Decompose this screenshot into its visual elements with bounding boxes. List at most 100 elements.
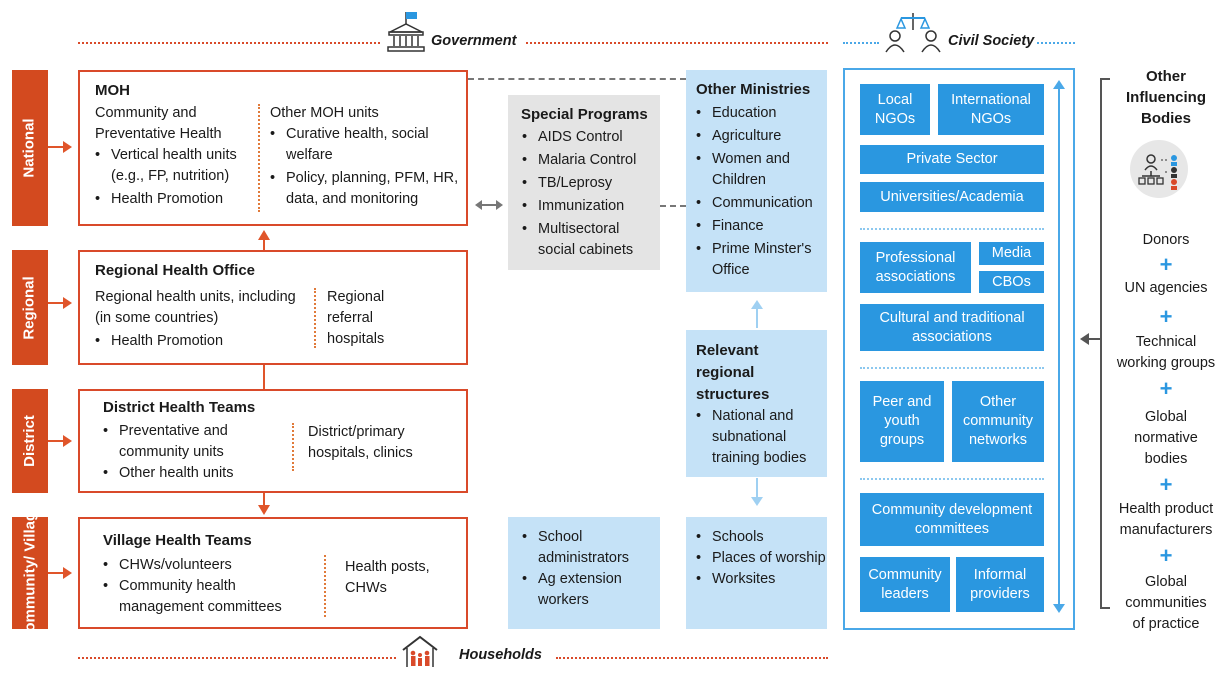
moh-divider — [258, 104, 260, 212]
moh-left-line1: Community and — [95, 105, 197, 121]
civil-society-vertical-arrow — [1058, 86, 1060, 608]
dashed-connector-moh-ministries — [468, 78, 686, 80]
regional-office-right-text: Regional referral hospitals — [327, 289, 385, 347]
list-item: Worksites — [692, 569, 827, 590]
list-item: Schools — [692, 527, 827, 548]
list-item: Finance — [692, 216, 827, 237]
list-item: Policy, planning, PFM, HR, data, and mon… — [266, 168, 461, 210]
list-item: Malaria Control — [518, 150, 658, 171]
list-item: Agriculture — [692, 126, 827, 147]
list-item: Women and Children — [692, 149, 827, 191]
regional-office-title: Regional Health Office — [95, 262, 256, 279]
village-teams-right-text: Health posts, CHWs — [345, 559, 430, 596]
schools-box: Schools Places of worship Worksites — [686, 517, 827, 629]
government-header-label: Government — [431, 33, 517, 49]
other-bodies-item-un: UN agencies — [1124, 280, 1208, 296]
private-sector-box: Private Sector — [860, 145, 1044, 174]
connector-district-village — [263, 493, 265, 507]
arrowhead-down-community — [751, 497, 763, 506]
arrow-district — [48, 440, 64, 442]
relevant-regional-box: Relevant regional structures National an… — [686, 330, 827, 477]
bracket-bottom — [1100, 607, 1110, 609]
moh-box: MOH Community and Preventative Health Ve… — [78, 70, 468, 226]
list-item: Preventative and community units — [99, 421, 279, 463]
arrowhead-regional — [63, 297, 72, 309]
government-building-icon — [386, 10, 426, 59]
village-teams-title: Village Health Teams — [103, 532, 252, 549]
schools-list: Schools Places of worship Worksites — [692, 527, 827, 590]
level-label-district: District — [21, 415, 38, 467]
list-item: Prime Minster's Office — [692, 239, 827, 281]
other-bodies-item-donors: Donors — [1142, 232, 1190, 248]
peer-youth-groups-box: Peer and youth groups — [860, 381, 944, 462]
level-label-regional: Regional — [21, 275, 38, 340]
plus-icon: + — [1159, 304, 1173, 329]
professional-associations-box: Professional associations — [860, 242, 971, 293]
arrow-community — [48, 572, 64, 574]
households-line-right — [556, 657, 828, 659]
arrow-down-community — [756, 478, 758, 500]
relevant-regional-list: National and subnational training bodies — [692, 406, 827, 469]
dashed-connector-programs-ministries — [660, 205, 686, 207]
school-administrators-box: School administrators Ag extension worke… — [508, 517, 660, 629]
list-item: School administrators — [518, 527, 658, 569]
arrowhead-down-village — [258, 505, 270, 515]
international-ngos-box: International NGOs — [938, 84, 1044, 135]
plus-icon: + — [1159, 376, 1173, 401]
arrowhead-up-moh — [258, 230, 270, 240]
village-health-teams-box: Village Health Teams CHWs/volunteers Com… — [78, 517, 468, 629]
community-leaders-box: Community leaders — [860, 557, 950, 612]
district-teams-left-list: Preventative and community units Other h… — [99, 421, 279, 484]
double-arrow-icon — [475, 200, 503, 210]
special-programs-box: Special Programs AIDS Control Malaria Co… — [508, 95, 660, 270]
school-administrators-list: School administrators Ag extension worke… — [518, 527, 658, 611]
households-label: Households — [459, 647, 542, 663]
connector-regional-to-moh — [263, 238, 265, 250]
level-band-district: District — [12, 389, 48, 493]
district-health-teams-box: District Health Teams Preventative and c… — [78, 389, 468, 493]
other-bodies-item-global-normative: Global normative bodies — [1134, 409, 1198, 467]
list-item: Community health management committees — [99, 576, 319, 618]
regional-health-office-box: Regional Health Office Regional health u… — [78, 250, 468, 365]
community-development-committees-box: Community development committees — [860, 493, 1044, 546]
household-icon — [400, 634, 440, 673]
moh-left-line2: Preventative Health — [95, 126, 222, 142]
informal-providers-box: Informal providers — [956, 557, 1044, 612]
special-programs-title: Special Programs — [521, 106, 648, 123]
level-band-community: Community/ Village — [12, 504, 48, 642]
households-line-left — [78, 657, 396, 659]
arrowhead-down-civil — [1053, 604, 1065, 613]
village-teams-left-list: CHWs/volunteers Community health managem… — [99, 555, 319, 618]
arrow-national — [48, 146, 64, 148]
civil-society-divider-3 — [860, 478, 1044, 480]
list-item: Health Promotion — [91, 331, 301, 352]
bracket-arrow-line — [1086, 338, 1100, 340]
other-bodies-item-manufacturers: Health product manufacturers — [1118, 501, 1214, 538]
arrow-up-ministries — [756, 306, 758, 328]
arrowhead-national — [63, 141, 72, 153]
government-header-line-right — [526, 42, 828, 44]
list-item: National and subnational training bodies — [692, 406, 827, 469]
level-label-national: National — [21, 118, 38, 178]
plus-icon: + — [1159, 252, 1173, 277]
other-ministries-list: Education Agriculture Women and Children… — [692, 103, 827, 281]
list-item: Vertical health units (e.g., FP, nutriti… — [91, 145, 261, 187]
district-teams-divider — [292, 423, 294, 471]
relevant-regional-title: Relevant regional structures — [696, 342, 770, 403]
bracket-arrowhead — [1080, 333, 1089, 345]
other-bodies-item-communities: Global communities of practice — [1125, 574, 1207, 632]
other-bodies-title: Other Influencing Bodies — [1126, 68, 1206, 127]
bracket-top — [1100, 78, 1110, 80]
list-item: TB/Leprosy — [518, 173, 658, 194]
list-item: Places of worship — [692, 548, 827, 569]
list-item: Communication — [692, 193, 827, 214]
regional-office-left-list: Health Promotion — [91, 331, 301, 352]
moh-left-list: Vertical health units (e.g., FP, nutriti… — [91, 145, 261, 210]
village-teams-divider — [324, 555, 326, 617]
list-item: AIDS Control — [518, 127, 658, 148]
local-ngos-box: Local NGOs — [860, 84, 930, 135]
list-item: Multisectoral social cabinets — [518, 219, 658, 261]
cultural-associations-box: Cultural and traditional associations — [860, 304, 1044, 351]
special-programs-list: AIDS Control Malaria Control TB/Leprosy … — [518, 127, 658, 261]
civil-society-header-line-left — [843, 42, 879, 44]
